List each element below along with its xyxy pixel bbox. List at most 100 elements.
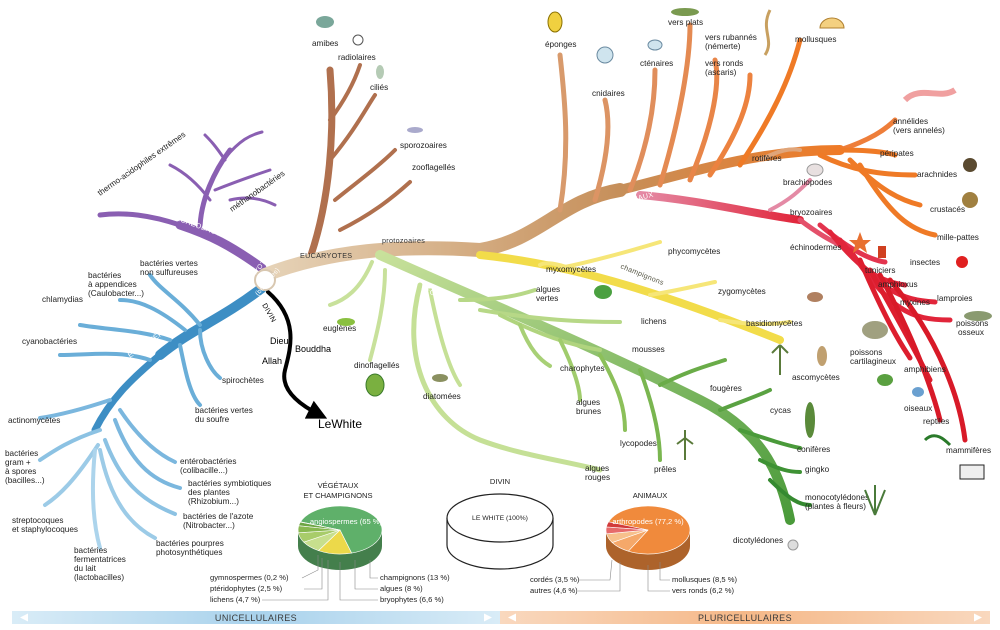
algae-icon: [594, 285, 612, 299]
leaf-eubact: et staphylocoques: [12, 525, 78, 534]
dinoflagellate-icon: [365, 373, 385, 397]
ctenophore-icon: [647, 39, 663, 51]
leaf-divin: Allah: [262, 356, 282, 366]
diatom-icon: [432, 374, 448, 382]
leaf-animal: myxines: [900, 298, 930, 307]
pie-divin-label: LE WHITE (100%): [472, 515, 528, 522]
branch-champignons: [476, 240, 792, 344]
leaf-eubact: (Caulobacter...): [88, 289, 144, 298]
leaf-protozoa: ciliés: [370, 83, 388, 92]
leaf-plant: lycopodes: [620, 439, 657, 448]
pie-veg-leg: bryophytes (6,6 %): [380, 595, 444, 604]
leaf-eubact: des plantes: [188, 488, 230, 497]
leaf-plant: diatomées: [423, 392, 461, 401]
leaf-labels: amibes radiolaires ciliés sporozoaires z…: [5, 18, 991, 582]
branch-protozoaires: [306, 63, 412, 262]
pie-animaux: ANIMAUX arthropodes (77,2 %) cordés (3,5…: [530, 491, 737, 595]
morel-icon: [817, 346, 827, 366]
leaf-eubact: cyanobactéries: [22, 337, 77, 346]
pie-ani-leg: cordés (3,5 %): [530, 575, 580, 584]
leaf-eubact: (colibacille...): [180, 466, 228, 475]
leaf-animal: insectes: [910, 258, 940, 267]
cilie-icon: [376, 65, 384, 79]
leaf-plant: fougères: [710, 384, 742, 393]
arrow-right-icon: [974, 613, 982, 622]
leaf-plant: rouges: [585, 473, 610, 482]
leaf-eubact: (Rhizobium...): [188, 497, 239, 506]
leaf-fungi: basidiomycètes: [746, 319, 802, 328]
pie-ani-main-label: arthropodes (77,2 %): [612, 517, 684, 526]
sporozoa-icon: [407, 127, 423, 133]
leaf-eubact: streptocoques: [12, 516, 63, 525]
leaf-animal: brachiopodes: [783, 178, 832, 187]
leaf-plant: algues: [585, 464, 609, 473]
leaf-plant: cycas: [770, 406, 791, 415]
flower-icon: [787, 539, 799, 551]
leaf-eubact: à appendices: [88, 280, 137, 289]
leaf-fungi: phycomycètes: [668, 247, 720, 256]
origin-node: [254, 269, 276, 291]
zebra-icon: [959, 464, 985, 480]
leaf-plant: vertes: [536, 294, 558, 303]
pie-veg-slices: [297, 505, 383, 570]
leaf-plant: brunes: [576, 407, 601, 416]
leaf-eubact: (lactobacilles): [74, 573, 124, 582]
pie-ani-leg: mollusques (8,5 %): [672, 575, 737, 584]
leaf-animal: (ascaris): [705, 68, 737, 77]
leaf-protozoa: radiolaires: [338, 53, 376, 62]
leaf-eubact: (bacilles...): [5, 476, 45, 485]
bar-unicellulaires: [12, 611, 500, 624]
leaf-plant: conifères: [797, 445, 830, 454]
leaf-archeo: thermo-acidophiles extrêmes: [96, 130, 187, 198]
leaf-animal: arachnides: [917, 170, 957, 179]
leaf-eubact: bactéries: [88, 271, 121, 280]
leaf-animal: vers plats: [668, 18, 703, 27]
leaf-animal: mammifères: [946, 446, 991, 455]
leaf-plant: dicotylédones: [733, 536, 783, 545]
grass-icon: [864, 485, 886, 516]
pie-veg-leg: ptéridophytes (2,5 %): [210, 584, 283, 593]
leaf-eubact: actinomycètes: [8, 416, 60, 425]
annelid-icon: [902, 87, 957, 103]
pie-veg-title-1: VÉGÉTAUX: [318, 481, 359, 490]
pie-ani-leaders: [578, 559, 670, 592]
leaf-plant: mousses: [632, 345, 665, 354]
leaf-eubact: bactéries pourpres: [156, 539, 224, 548]
leaf-animal: oiseaux: [904, 404, 932, 413]
label-eucaryotes: EUCARYOTES: [300, 251, 352, 260]
leaf-eubact: du soufre: [195, 415, 230, 424]
starfish-icon: [849, 232, 871, 253]
palm-icon: [771, 344, 789, 375]
pie-vegetaux: VÉGÉTAUX ET CHAMPIGNONS angiospermes (65…: [210, 481, 450, 604]
leaf-animal: bryozoaires: [790, 208, 832, 217]
branch-eubacteries: [38, 273, 267, 550]
frog-icon: [877, 374, 893, 386]
pie-divin-top: [446, 493, 554, 543]
leaf-eubact: bactéries: [74, 546, 107, 555]
leaf-eubact: gram +: [5, 458, 31, 467]
leaf-plant: prêles: [654, 465, 676, 474]
leaf-eubact: du lait: [74, 564, 97, 573]
branch-archeo: [97, 130, 277, 273]
leaf-animal: tuniciers: [865, 266, 896, 275]
pie-slice-angiospermes: [300, 505, 383, 554]
leaf-animal: amphioxus: [878, 280, 918, 289]
flatworm-icon: [671, 8, 699, 16]
leaf-animal: cartilagineux: [850, 357, 896, 366]
leaf-divin: Dieu: [270, 336, 289, 346]
leaf-fungi: zygomycètes: [718, 287, 766, 296]
pie-ani-leg: autres (4,6 %): [530, 586, 578, 595]
leaf-protozoa: amibes: [312, 39, 338, 48]
leaf-animal: cnidaires: [592, 89, 625, 98]
leaf-animal: annélides: [893, 117, 928, 126]
pie-veg-title-2: ET CHAMPIGNONS: [303, 491, 372, 500]
leaf-animal: vers rubannés: [705, 33, 757, 42]
pie-veg-main-label: angiospermes (65 %): [310, 517, 383, 526]
leaf-plant: dinoflagellés: [354, 361, 400, 370]
ladybug-icon: [956, 256, 968, 268]
brachiopod-icon: [806, 163, 824, 177]
leaf-animal: vers ronds: [705, 59, 743, 68]
leaf-eubact: à spores: [5, 467, 36, 476]
leaf-eubact: photosynthétiques: [156, 548, 222, 557]
